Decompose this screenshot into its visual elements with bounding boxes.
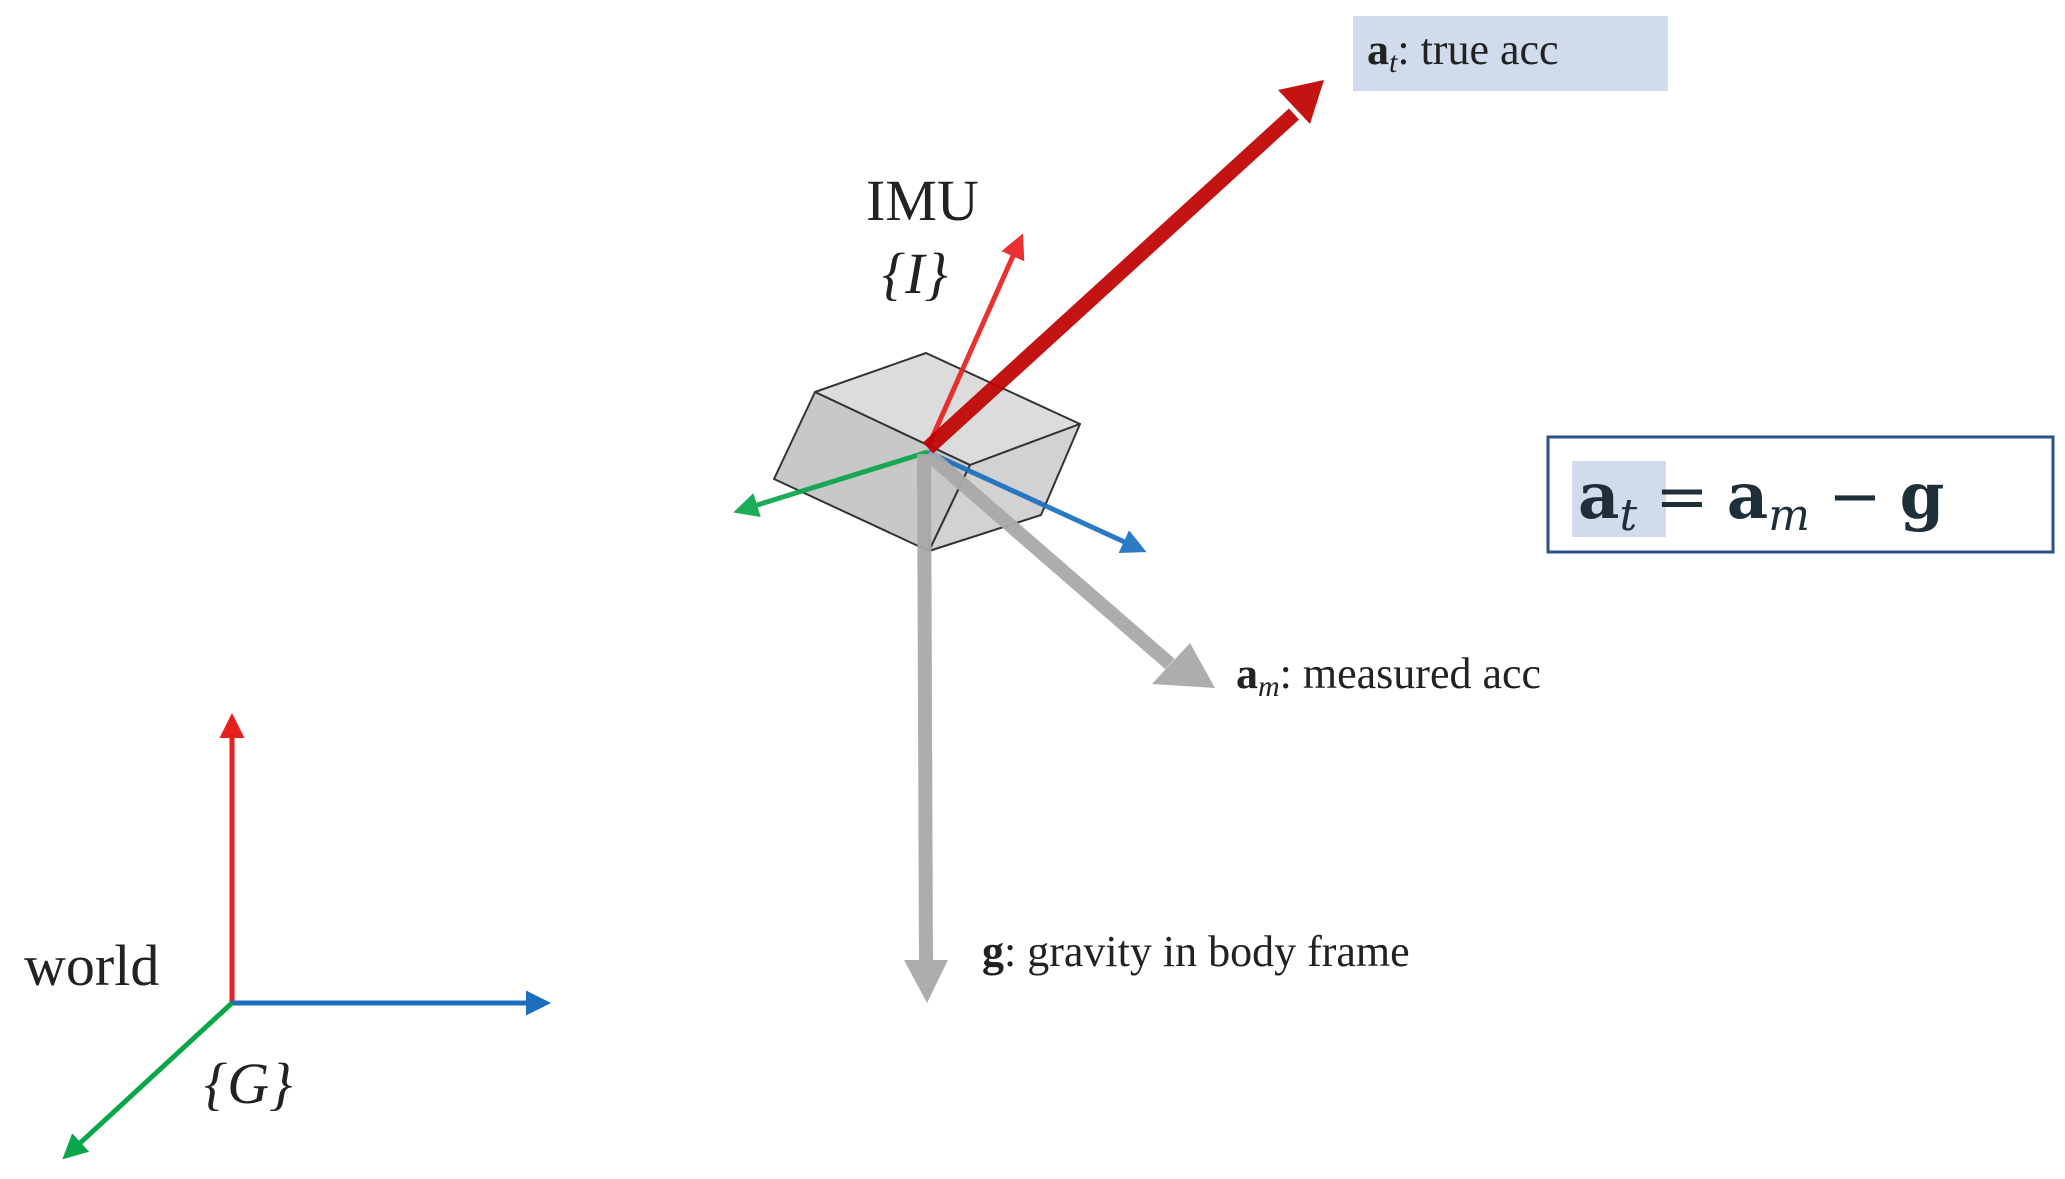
equation-lhs-subscript: t [1619,490,1637,541]
equation-lhs-highlight [1572,461,1666,537]
measured-acc-label: am: measured acc [1236,649,1541,703]
equation-equals: = [1655,460,1709,534]
true-acc-symbol: a [1367,25,1389,74]
true-acc-vector [922,80,1324,454]
true-acc-subscript: t [1389,46,1398,79]
world-frame-symbol: {G} [204,1051,292,1116]
gray-vectors [904,448,1215,1003]
true-acc-vector-shaft [922,108,1300,454]
equation-minus: − [1828,460,1882,534]
imu-frame-axes [733,233,1147,554]
world-label: world [24,933,159,998]
equation-term1-subscript: m [1768,490,1810,541]
true-acc-desc: : true acc [1397,25,1558,74]
measured-acc-vector-head [1152,643,1215,688]
true-acc-vector-head [1278,80,1324,124]
gravity-vector-shaft [917,453,933,967]
imu-y-axis [733,449,929,518]
equation-box: at=am−g [1546,435,2055,554]
gravity-symbol: g [982,927,1004,976]
imu-x-axis [926,449,1147,554]
measured-acc-symbol: a [1236,649,1258,698]
measured-acc-vector-shaft [923,448,1175,670]
measured-acc-desc: : measured acc [1280,649,1541,698]
imu-z-axis [925,233,1025,449]
imu-frame-symbol: {I} [882,241,948,306]
gravity-desc: : gravity in body frame [1004,927,1410,976]
true-acc-label-highlight [1353,16,1668,91]
equation-lhs-symbol: a [1578,459,1619,534]
measured-acc-subscript: m [1258,670,1280,703]
world-frame: world {G} [24,713,551,1160]
equation: at=am−g [1578,459,1944,541]
equation-term2-symbol: g [1900,459,1945,534]
gravity-label: g: gravity in body frame [982,927,1410,976]
equation-term1-symbol: a [1727,459,1768,534]
world-y-axis [62,1001,234,1160]
imu-label: IMU [866,168,979,233]
svg-text:at: true acc: at: true acc [1367,25,1559,79]
true-acc-label: at: true acc [1353,16,1668,91]
gravity-vector-head [904,960,948,1003]
